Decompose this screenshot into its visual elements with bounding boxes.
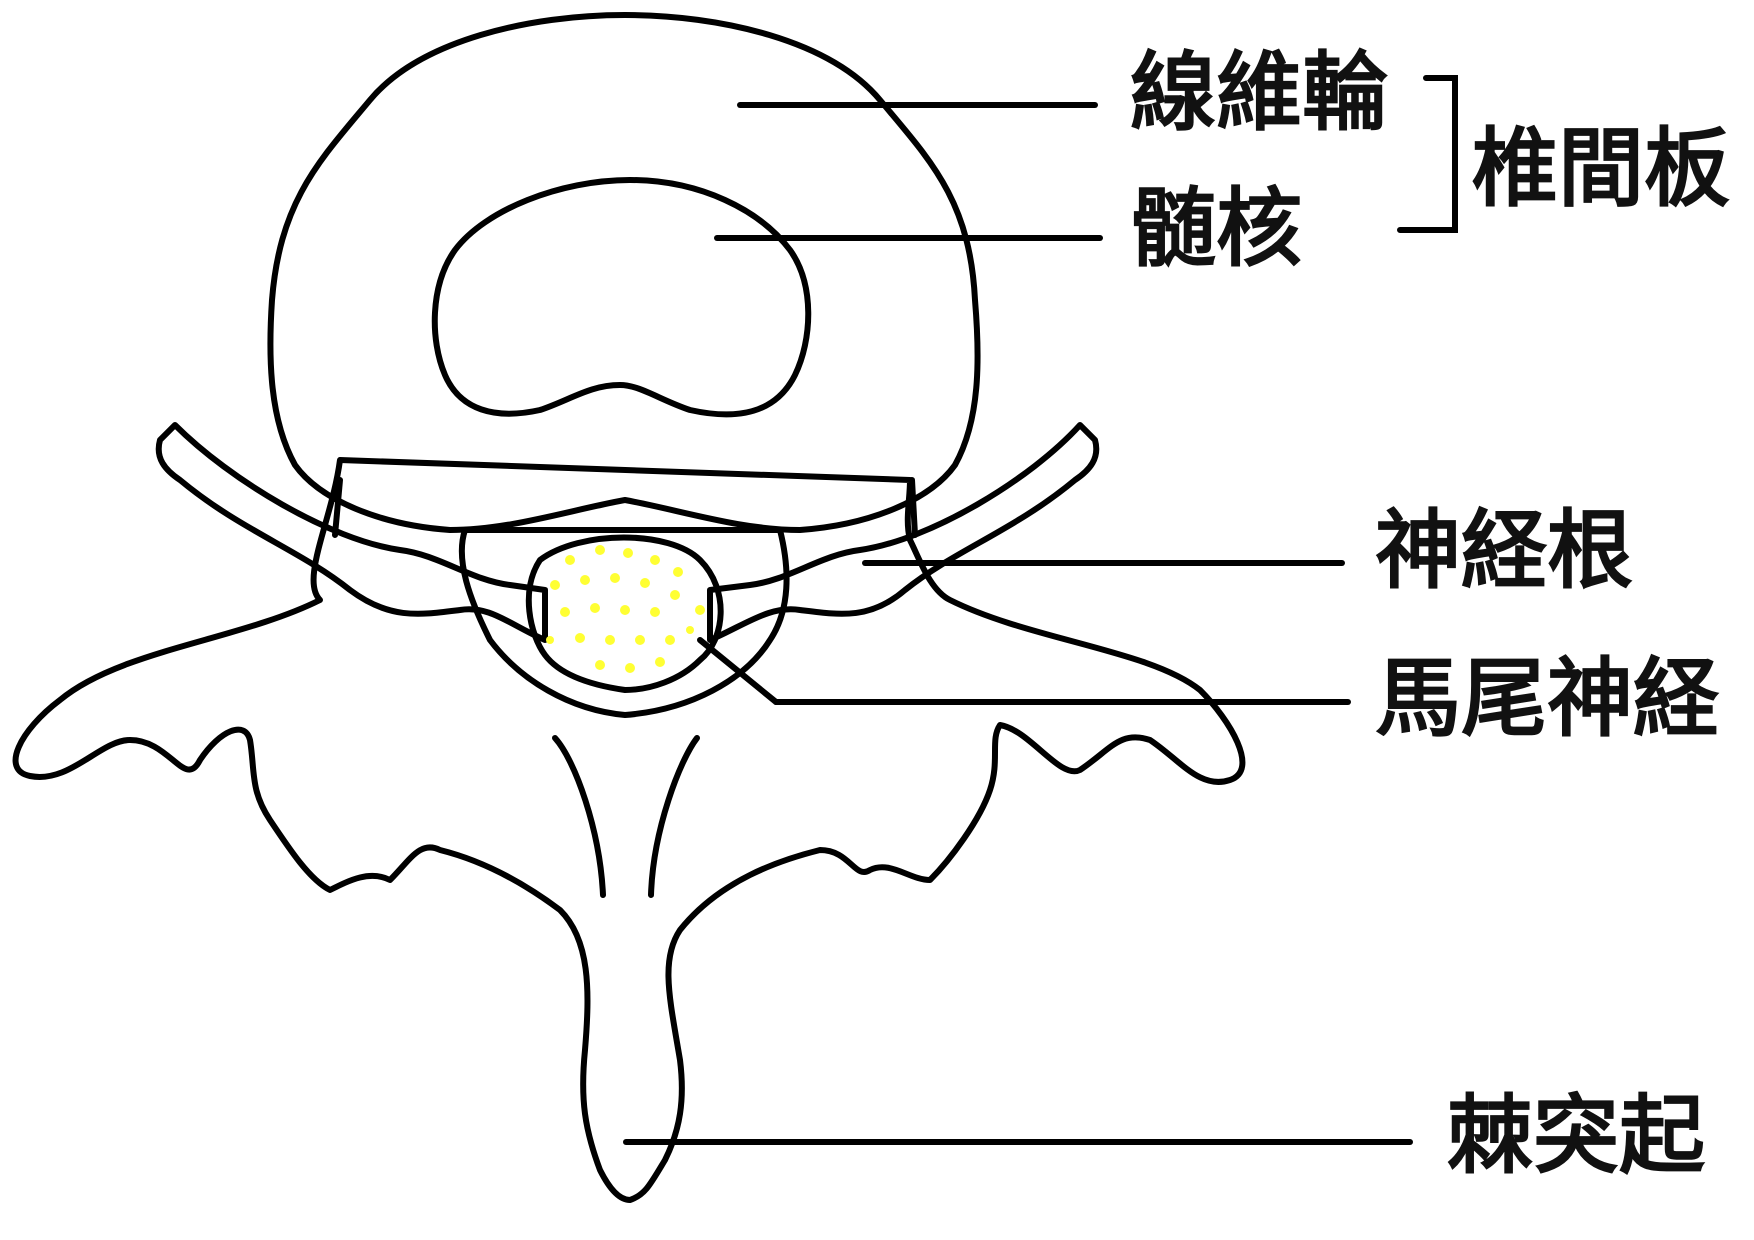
label-nucleus-pulposus: 髄核: [1130, 179, 1302, 279]
nerve-root-left: [155, 422, 548, 643]
annulus-fibrosus: [267, 12, 981, 533]
label-cauda-equina: 馬尾神経: [1375, 649, 1720, 749]
label-spinous-process: 棘突起: [1447, 1086, 1706, 1186]
disc-bracket: [1397, 75, 1458, 233]
label-intervertebral-disc: 椎間板: [1472, 119, 1730, 219]
lamina-left-line: [552, 735, 606, 898]
cauda-equina: [525, 534, 724, 693]
pedicle-right: [909, 477, 918, 538]
cauda-equina-dots: [546, 545, 705, 673]
leader-cauda-diag: [697, 637, 779, 705]
label-annulus-fibrosus: 線維輪: [1130, 43, 1388, 143]
lamina-right-line: [648, 735, 700, 898]
vertebral-arch: [12, 457, 1246, 1203]
pedicle-left: [332, 477, 343, 538]
label-nerve-root: 神経根: [1375, 501, 1633, 601]
nerve-root-right: [707, 422, 1100, 643]
nucleus-pulposus: [431, 177, 812, 418]
